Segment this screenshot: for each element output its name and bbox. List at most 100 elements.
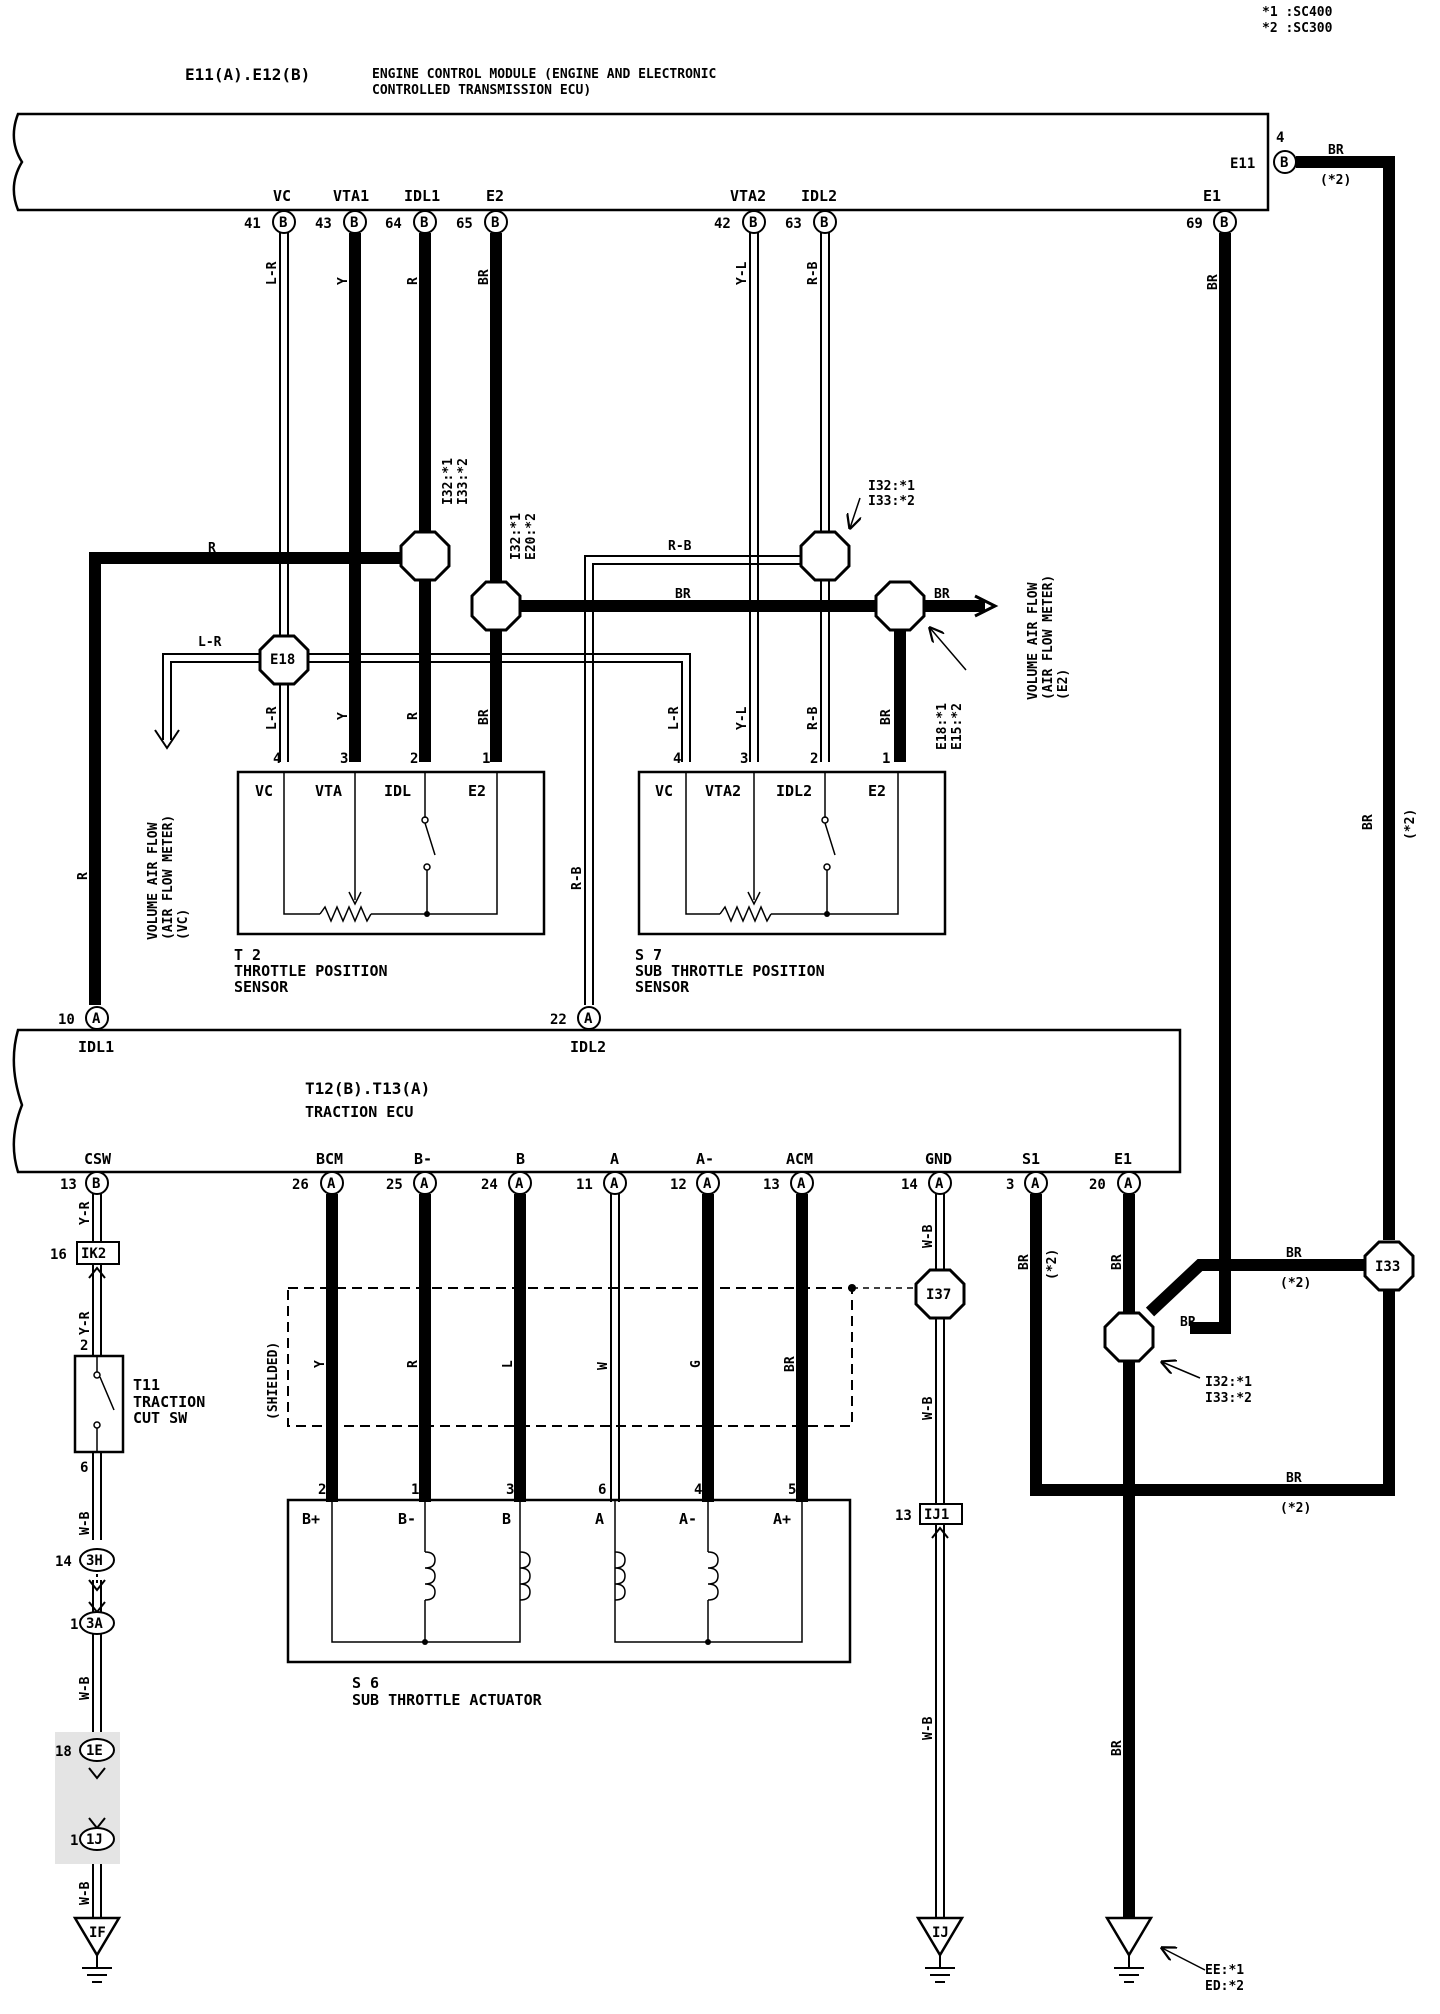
ecm-conn-65: B xyxy=(491,215,499,231)
wire-note-e11-down: (*2) xyxy=(1403,809,1418,840)
c1e-pin: 18 xyxy=(55,1744,72,1760)
s7-name2: SENSOR xyxy=(635,978,690,996)
wire-label-s1-bottom: BR xyxy=(1286,1471,1302,1486)
ecm-title-line2: CONTROLLED TRANSMISSION ECU) xyxy=(372,83,591,98)
wire-label-e11-down: BR xyxy=(1361,814,1376,830)
junction-gnd-label2: I33:*2 xyxy=(1205,1391,1252,1406)
junction-e2-label2: E20:*2 xyxy=(524,513,539,560)
tecu-pin-20: 20 xyxy=(1089,1177,1106,1193)
ground-ed-label: ED:*2 xyxy=(1205,1979,1244,1994)
junction-i33 xyxy=(1363,1240,1415,1292)
ecm-e11-conn: B xyxy=(1280,155,1288,171)
wire-label-t2-vta: Y xyxy=(336,712,351,720)
wire-label-a: W xyxy=(596,1362,611,1370)
tecu-conn-25: A xyxy=(420,1176,429,1192)
vaf-vc-line2: (AIR FLOW METER) xyxy=(161,815,176,940)
tecu-pin-25: 25 xyxy=(386,1177,403,1193)
wire-label-lr-horizontal: L-R xyxy=(198,635,222,650)
ecm-terminal-e1: E1 xyxy=(1203,187,1221,205)
tecu-conn-10: A xyxy=(92,1011,101,1027)
s7-pin-3: 3 xyxy=(740,751,748,767)
ground-ee-label: EE:*1 xyxy=(1205,1963,1244,1978)
wire-label-s7-vc: L-R xyxy=(667,706,682,730)
t2-pin-4: 4 xyxy=(273,751,281,767)
wire-label-vta2: Y-L xyxy=(735,261,750,285)
traction-ecu-box xyxy=(12,1028,1182,1174)
ecm-box xyxy=(12,112,1270,212)
s7-pin-4: 4 xyxy=(673,751,681,767)
junction-af-label2: E15:*2 xyxy=(950,703,965,750)
tecu-term-a: A xyxy=(610,1150,619,1168)
ecm-connector-ref: E11(A).E12(B) xyxy=(185,65,310,84)
wire-label-gnd-mid: W-B xyxy=(921,1396,936,1420)
ecm-terminal-idl1: IDL1 xyxy=(404,187,440,205)
s6-pin-5: 5 xyxy=(788,1482,796,1498)
junction-e18 xyxy=(258,634,310,686)
wire-label-vc: L-R xyxy=(265,261,280,285)
s6-pin-2: 2 xyxy=(318,1482,326,1498)
ecm-terminal-idl2: IDL2 xyxy=(801,187,837,205)
s7-term-idl2: IDL2 xyxy=(776,782,812,800)
ecm-pin-65: 65 xyxy=(456,216,473,232)
wire-label-t2-e2: BR xyxy=(477,709,492,725)
tecu-conn-14: A xyxy=(935,1176,944,1192)
tecu-pin-11: 11 xyxy=(576,1177,593,1193)
ecm-terminal-vta1: VTA1 xyxy=(333,187,369,205)
ecm-pin-69: 69 xyxy=(1186,216,1203,232)
s6-term-b: B xyxy=(502,1510,511,1528)
tecu-pin-13a: 13 xyxy=(763,1177,780,1193)
junction-af-label1: E18:*1 xyxy=(935,703,950,750)
s7-term-vc: VC xyxy=(655,782,673,800)
tecu-term-csw: CSW xyxy=(84,1150,112,1168)
tecu-term-aminus: A- xyxy=(696,1150,714,1168)
s7-term-e2: E2 xyxy=(868,782,886,800)
vaf-e2-line2: (AIR FLOW METER) xyxy=(1041,575,1056,700)
wire-label-acm: BR xyxy=(783,1356,798,1372)
wire-label-s1: BR xyxy=(1017,1254,1032,1270)
vaf-vc-line3: (VC) xyxy=(176,909,191,940)
ecm-conn-41: B xyxy=(279,215,287,231)
ground-if-label: IF xyxy=(89,1925,106,1941)
wire-note-s1-bottom: (*2) xyxy=(1280,1501,1311,1516)
tecu-pin-13b: 13 xyxy=(60,1177,77,1193)
ecm-pin-43: 43 xyxy=(315,216,332,232)
t2-term-vta: VTA xyxy=(315,782,342,800)
junction-idl2 xyxy=(799,530,851,582)
ecm-terminals: VC VTA1 IDL1 E2 VTA2 IDL2 E1 xyxy=(273,187,1221,205)
wire-label-idl1: R xyxy=(406,277,421,285)
sub-throttle-position-sensor: 4 3 2 1 VC VTA2 IDL2 E2 S 7 SUB THROTTLE… xyxy=(635,751,947,996)
tecu-term-s1: S1 xyxy=(1022,1150,1040,1168)
vaf-e2-line1: VOLUME AIR FLOW xyxy=(1026,582,1041,700)
junction-gnd-label1: I32:*1 xyxy=(1205,1375,1252,1390)
tecu-term-acm: ACM xyxy=(786,1150,813,1168)
t2-pin-2: 2 xyxy=(410,751,418,767)
ecm-terminal-e2: E2 xyxy=(486,187,504,205)
wire-label-e1-tecu: BR xyxy=(1110,1254,1125,1270)
c3h-pin: 14 xyxy=(55,1554,72,1570)
ik2-pin: 16 xyxy=(50,1247,67,1263)
wire-label-csw: Y-R xyxy=(78,1201,93,1225)
tecu-conn-13b: B xyxy=(92,1176,100,1192)
junction-idl1-label1: I32:*1 xyxy=(441,458,456,505)
tecu-conn-24: A xyxy=(515,1176,524,1192)
ecm-terminal-vc: VC xyxy=(273,187,291,205)
t2-name1: THROTTLE POSITION xyxy=(234,962,388,980)
c3a-pin: 1 xyxy=(70,1617,78,1633)
s6-pin-3: 3 xyxy=(506,1482,514,1498)
ecm-pin-42: 42 xyxy=(714,216,731,232)
s6-term-aminus: A- xyxy=(679,1510,697,1528)
ik2-label: IK2 xyxy=(81,1246,106,1262)
ecm-conn-63: B xyxy=(820,215,828,231)
t2-name2: SENSOR xyxy=(234,978,289,996)
tecu-pin-10: 10 xyxy=(58,1012,75,1028)
ecm-conn-69: B xyxy=(1220,215,1228,231)
vaf-vc-line1: VOLUME AIR FLOW xyxy=(146,822,161,940)
tecu-conn-13a: A xyxy=(797,1176,806,1192)
note-sc400: *1 :SC400 xyxy=(1262,5,1333,20)
ecm-pins: 41 B 43 B 64 B 65 B 42 B 63 B 69 B 4 E11… xyxy=(244,130,1297,234)
tecu-pin-24: 24 xyxy=(481,1177,498,1193)
s6-term-aplus: A+ xyxy=(773,1510,791,1528)
tecu-term-idl2: IDL2 xyxy=(570,1038,606,1056)
t2-pin-3: 3 xyxy=(340,751,348,767)
wire-label-r-horizontal: R xyxy=(208,541,216,556)
